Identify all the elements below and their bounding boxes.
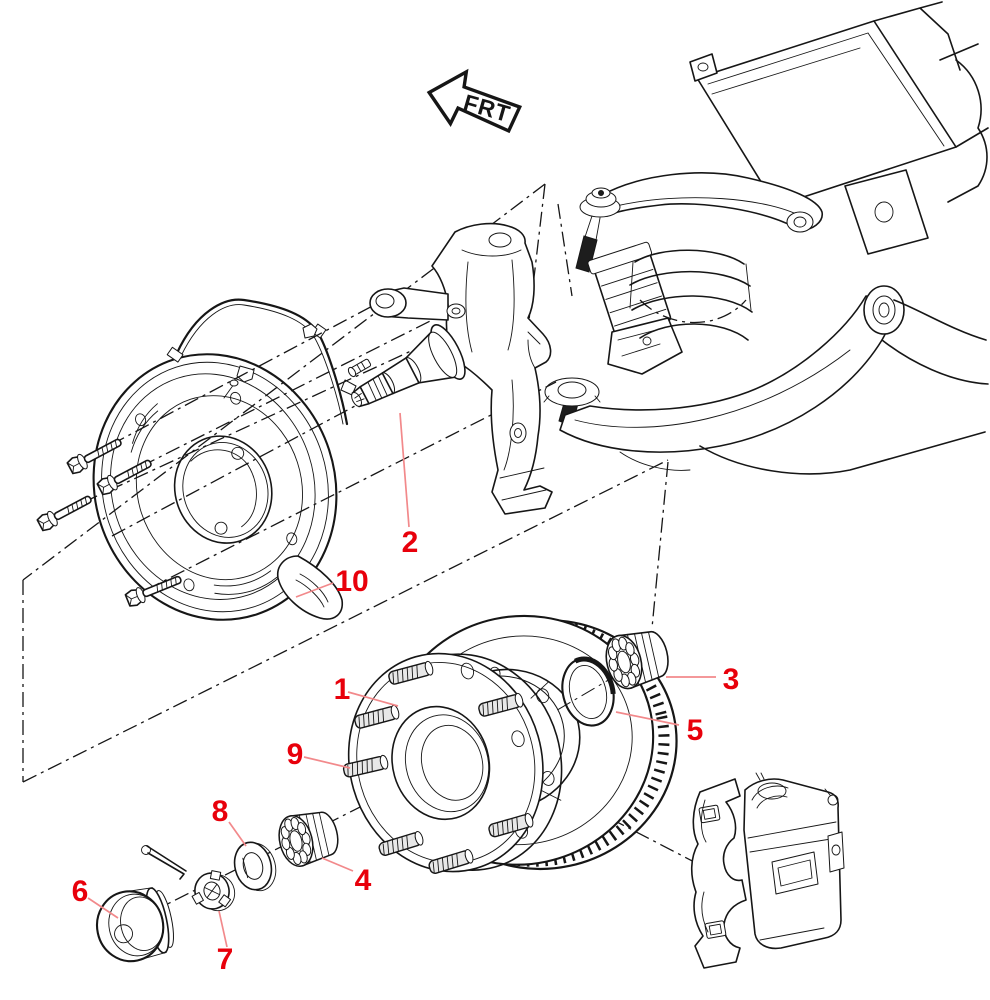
- spindle: [351, 324, 466, 408]
- callout-4: 4: [355, 864, 372, 897]
- callout-5: 5: [687, 714, 704, 747]
- sensor-bolt: [347, 358, 372, 378]
- callout-8: 8: [212, 795, 229, 828]
- grease-seal-drawing: [557, 656, 619, 727]
- callout-6: 6: [72, 875, 89, 908]
- callout-numbers: 1 2 3 4 5 6 7 8 9 10: [72, 526, 740, 976]
- brake-splash-shield-drawing: [92, 298, 372, 621]
- brake-caliper-drawing: [690, 772, 845, 969]
- cotter-pin-drawing: [141, 845, 187, 880]
- frt-label: FRT: [461, 89, 514, 127]
- inner-bearing-drawing: [273, 805, 344, 871]
- nut-retainer-drawing: [141, 845, 236, 912]
- callout-1: 1: [334, 673, 351, 706]
- callout-2: 2: [402, 526, 419, 559]
- dust-cap-drawing: [95, 887, 174, 963]
- abs-sensor-wire: [175, 298, 349, 426]
- callout-7: 7: [217, 943, 234, 976]
- frt-direction-arrow: FRT: [426, 68, 523, 134]
- spindle-washer-drawing: [233, 841, 277, 892]
- callout-9: 9: [287, 738, 304, 771]
- callout-3: 3: [723, 663, 740, 696]
- frame-and-suspension-assembly-drawing: [543, 1, 989, 475]
- callout-leader-lines: [87, 412, 716, 948]
- steering-knuckle-drawing: [351, 222, 553, 515]
- callout-10: 10: [335, 565, 368, 598]
- wire-retainer-clip: [302, 323, 318, 339]
